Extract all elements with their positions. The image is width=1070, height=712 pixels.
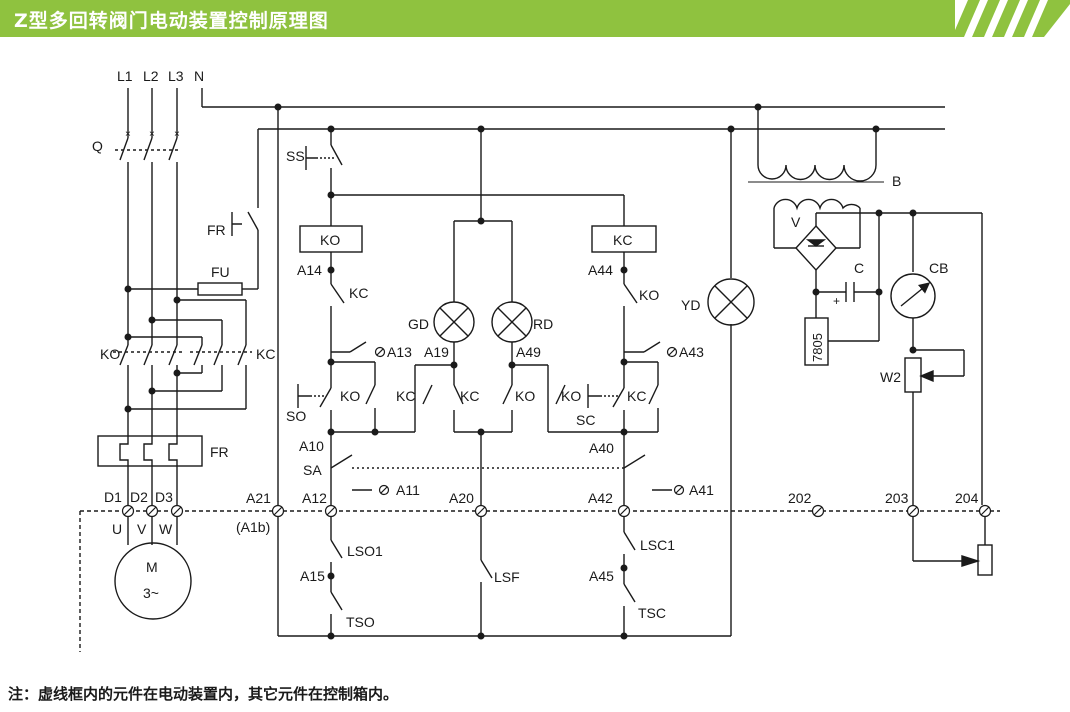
label-A20: A20 [449,490,474,506]
label-Q: Q [92,138,103,154]
label-TSC: TSC [638,605,666,621]
label-RD: RD [533,316,553,332]
header-stripes-decoration [952,0,1070,37]
label-A41: A41 [689,482,714,498]
label-FU: FU [211,264,230,280]
header: Z型多回转阀门电动装置控制原理图 [0,0,1070,37]
footnote: 注：虚线框内的元件在电动装置内，其它元件在控制箱内。 [8,685,399,703]
control-schematic: × × × L1 L2 L3 N Q FR FU KO KC FR D1 D2 D3… [79,68,1000,652]
label-KO-c3: KO [515,388,535,404]
label-KC-c1: KC [349,285,368,301]
label-L1: L1 [117,68,133,84]
svg-text:×: × [174,129,180,140]
label-D3: D3 [155,489,173,505]
label-L3: L3 [168,68,184,84]
label-KO-c4: KO [561,388,581,404]
power-lines [97,88,945,620]
label-A42: A42 [588,490,613,506]
label-CB: CB [929,260,948,276]
label-N: N [194,68,204,84]
label-LSO1: LSO1 [347,543,383,559]
label-U: U [112,521,122,537]
label-KC-c4: KC [627,388,646,404]
label-terminal-204: 204 [955,490,979,506]
label-A1b: (A1b) [236,519,270,535]
label-FR-top: FR [207,222,226,238]
label-KO-c1: KO [639,287,659,303]
label-GD: GD [408,316,429,332]
label-A45: A45 [589,568,614,584]
label-A19: A19 [424,344,449,360]
label-A43: A43 [679,344,704,360]
label-plus: + [833,294,840,308]
label-YD: YD [681,297,700,313]
label-A10: A10 [299,438,324,454]
header-bar [0,0,955,37]
label-L2: L2 [143,68,159,84]
label-A13: A13 [387,344,412,360]
label-A44: A44 [588,262,613,278]
junction-dots [124,103,917,640]
page-title: Z型多回转阀门电动装置控制原理图 [14,10,329,32]
label-KC-coil: KC [613,232,632,248]
label-V-motor: V [137,521,147,537]
label-D2: D2 [130,489,148,505]
label-W: W [159,521,173,537]
label-KC-left: KC [256,346,275,362]
label-A15: A15 [300,568,325,584]
instrument-circuit [748,107,993,576]
device-boundary-dashed [79,510,1000,652]
label-B: B [892,173,901,189]
label-KO-c2: KO [340,388,360,404]
terminal-block [121,346,992,518]
label-D1: D1 [104,489,122,505]
svg-text:×: × [149,129,155,140]
label-KO-left: KO [100,346,120,362]
label-A40: A40 [589,440,614,456]
label-A21: A21 [246,490,271,506]
label-SC: SC [576,412,595,428]
label-FR-box: FR [210,444,229,460]
label-LSC1: LSC1 [640,537,675,553]
label-A11: A11 [396,482,420,498]
label-terminal-203: 203 [885,490,909,506]
label-KO-coil: KO [320,232,340,248]
label-KC-c3: KC [460,388,479,404]
label-M-phase: 3~ [143,585,159,601]
label-A14: A14 [297,262,322,278]
label-7805: 7805 [810,333,825,362]
label-terminal-202: 202 [788,490,812,506]
svg-text:×: × [125,129,131,140]
label-M: M [146,559,158,575]
label-LSF: LSF [494,569,520,585]
label-A49: A49 [516,344,541,360]
label-A12: A12 [302,490,327,506]
label-SA: SA [303,462,322,478]
label-W2: W2 [880,369,901,385]
label-C: C [854,260,864,276]
label-KC-c2: KC [396,388,415,404]
label-SO: SO [286,408,306,424]
label-TSO: TSO [346,614,375,630]
label-V-rectifier: V [791,214,801,230]
label-SS: SS [286,148,305,164]
